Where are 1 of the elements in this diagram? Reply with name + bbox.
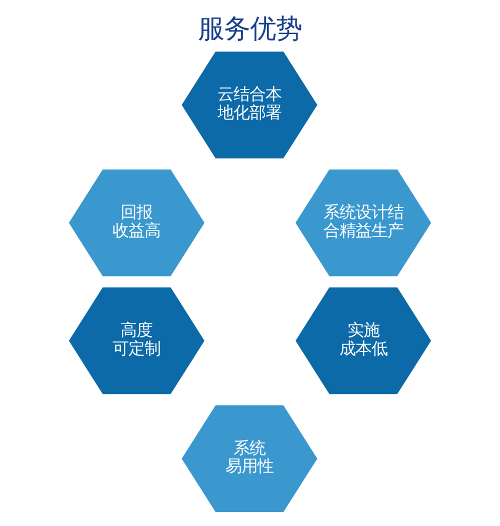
diagram-title: 服务优势	[198, 14, 302, 45]
